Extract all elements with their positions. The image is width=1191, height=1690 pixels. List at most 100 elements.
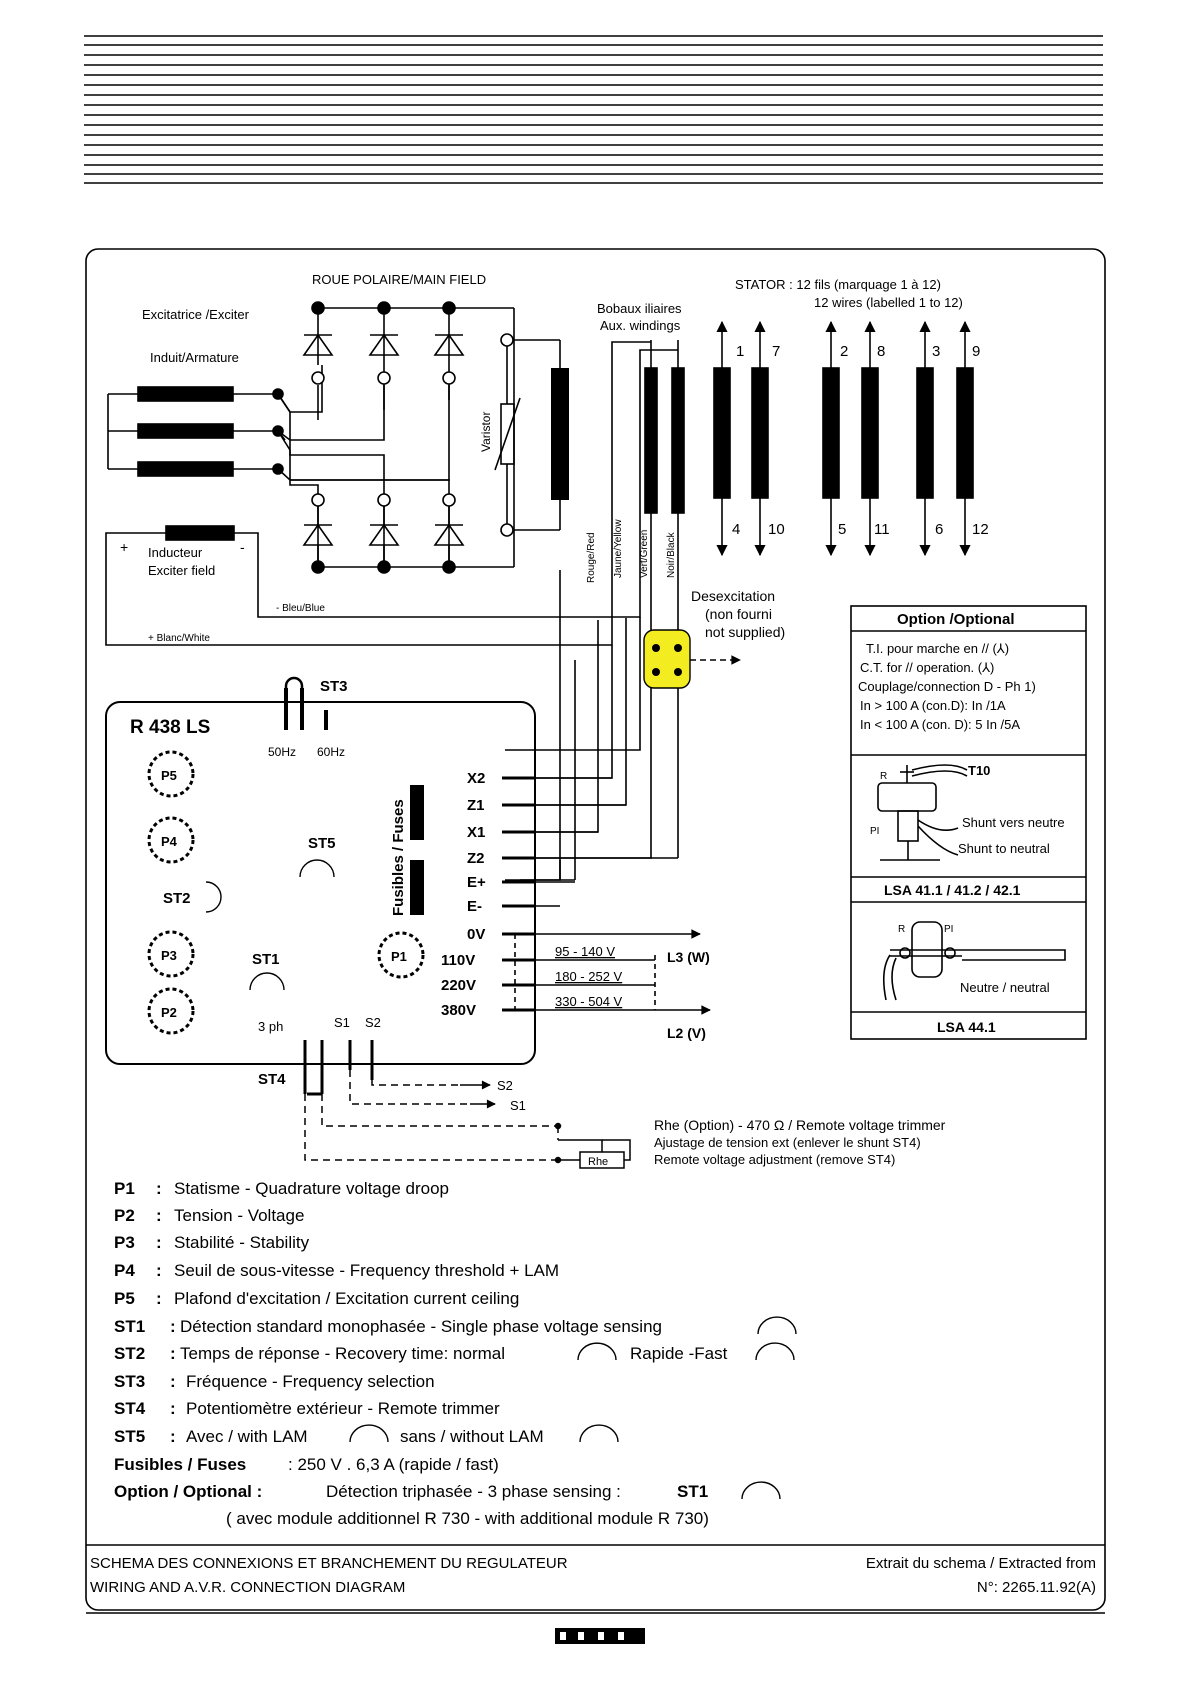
rhe-trimmer <box>554 1122 631 1169</box>
stator-terminal-4: 4 <box>732 521 740 538</box>
legend-text-st4: Potentiomètre extérieur - Remote trimmer <box>186 1399 500 1418</box>
brand-logo <box>555 1628 645 1644</box>
potentiometer-dials <box>147 750 425 1035</box>
diagram-labels: ROUE POLAIRE/MAIN FIELD Excitatrice /Exc… <box>120 272 1065 1168</box>
legend-key-p2: P2 <box>114 1206 135 1225</box>
r-label-1: R <box>880 771 887 782</box>
main-field-label: ROUE POLAIRE/MAIN FIELD <box>312 272 486 287</box>
st2-fast-icon <box>755 1342 795 1361</box>
s2-label: S2 <box>365 1015 381 1030</box>
stator-terminal-11: 11 <box>874 521 890 538</box>
legend-colon-st3: : <box>170 1372 176 1391</box>
st5-with-icon <box>349 1424 389 1443</box>
deexc-line-2: (non fourni <box>705 606 772 622</box>
stator-terminal-6: 6 <box>935 521 943 538</box>
wire-black-label: Noir/Black <box>666 531 677 578</box>
legend-key-p3: P3 <box>114 1233 135 1252</box>
s2-out-label: S2 <box>497 1078 513 1093</box>
legend-colon-p4: : <box>156 1261 162 1280</box>
varistor-label: Varistor <box>479 412 493 452</box>
terminal-0v: 0V <box>467 926 485 943</box>
footer-title-fr: SCHEMA DES CONNEXIONS ET BRANCHEMENT DU … <box>90 1555 568 1572</box>
l2-label: L2 (V) <box>667 1025 706 1041</box>
armature-label: Induit/Armature <box>150 350 239 365</box>
legend-text-st1: Détection standard monophasée - Single p… <box>180 1317 662 1336</box>
footer: SCHEMA DES CONNEXIONS ET BRANCHEMENT DU … <box>90 1555 1096 1596</box>
terminal-z1: Z1 <box>467 797 485 814</box>
legend-key-p4: P4 <box>114 1261 135 1280</box>
rhe-box-label: Rhe <box>588 1156 608 1168</box>
legend-key-p1: P1 <box>114 1179 135 1198</box>
legend-text-p2: Tension - Voltage <box>174 1206 304 1225</box>
option-box <box>850 605 1087 1040</box>
main-field-winding <box>551 368 569 500</box>
legend-key-st2: ST2 <box>114 1344 145 1363</box>
pot-p5: P5 <box>161 768 177 783</box>
wire-blue-label: - Bleu/Blue <box>276 603 325 614</box>
l3-label: L3 (W) <box>667 949 710 965</box>
stator-terminal-2: 2 <box>840 343 848 360</box>
s1-label: S1 <box>334 1015 350 1030</box>
stator-terminal-10: 10 <box>768 521 785 538</box>
legend-colon-st5: : <box>170 1427 176 1446</box>
t10-label: T10 <box>968 763 990 778</box>
legend: P1 : Statisme - Quadrature voltage droop… <box>114 1179 797 1528</box>
stator-terminal-1: 1 <box>736 343 744 360</box>
legend-text-st3: Fréquence - Frequency selection <box>186 1372 435 1391</box>
st1-jumper-icon <box>757 1316 797 1335</box>
shunt-fr: Shunt vers neutre <box>962 815 1065 830</box>
option-line-3: Couplage/connection D - Ph 1) <box>858 679 1036 694</box>
terminal-110v: 110V <box>441 952 475 969</box>
hz50-label: 50Hz <box>268 745 296 759</box>
header-rules <box>84 35 1103 184</box>
diode-bridge <box>289 301 561 574</box>
option-line-2: C.T. for // operation. (⅄) <box>860 660 994 675</box>
pot-p1: P1 <box>391 949 407 964</box>
option-line-1: T.I. pour marche en // (⅄) <box>866 641 1009 656</box>
legend-text-st5: Avec / with LAM <box>186 1427 308 1446</box>
stator-terminal-9: 9 <box>972 343 980 360</box>
option-key: Option / Optional : <box>114 1482 262 1501</box>
footer-extract: Extrait du schema / Extracted from <box>866 1555 1096 1572</box>
option-st1: ST1 <box>677 1482 708 1501</box>
pi-label-2: PI <box>944 924 953 935</box>
ph3-label: 3 ph <box>258 1019 283 1034</box>
terminal-e-minus: E- <box>467 898 482 915</box>
st1-label: ST1 <box>252 951 280 968</box>
hz60-label: 60Hz <box>317 745 345 759</box>
legend-text-st5-without: sans / without LAM <box>400 1427 544 1446</box>
inductor-en: Exciter field <box>148 563 215 578</box>
terminal-x1: X1 <box>467 824 485 841</box>
fuses-key: Fusibles / Fuses <box>114 1455 246 1474</box>
pot-p4: P4 <box>161 834 178 849</box>
exciter-field <box>105 355 641 646</box>
legend-text-p3: Stabilité - Stability <box>174 1233 310 1252</box>
legend-key-st5: ST5 <box>114 1427 145 1446</box>
footer-number: N°: 2265.11.92(A) <box>977 1579 1096 1596</box>
neutral-label: Neutre / neutral <box>960 980 1050 995</box>
wire-red-label: Rouge/Red <box>586 532 597 583</box>
wire-white-label: + Blanc/White <box>148 633 210 644</box>
legend-colon-p3: : <box>156 1233 162 1252</box>
lsa-label-1: LSA 41.1 / 41.2 / 42.1 <box>884 882 1021 898</box>
legend-text-st2: Temps de réponse - Recovery time: normal <box>180 1344 505 1363</box>
range-110: 95 - 140 V <box>555 944 615 959</box>
avr-output-wiring <box>510 777 711 1015</box>
legend-colon-p2: : <box>156 1206 162 1225</box>
option-sub: ( avec module additionnel R 730 - with a… <box>226 1509 709 1528</box>
shunt-en: Shunt to neutral <box>958 841 1050 856</box>
terminal-e-plus: E+ <box>467 874 486 891</box>
inductor-plus: + <box>120 539 128 555</box>
pot-p2: P2 <box>161 1005 177 1020</box>
st4-label: ST4 <box>258 1071 286 1088</box>
legend-key-st4: ST4 <box>114 1399 146 1418</box>
diagram-frame <box>85 248 1106 1611</box>
fuses-text: : 250 V . 6,3 A (rapide / fast) <box>288 1455 499 1474</box>
legend-text-p1: Statisme - Quadrature voltage droop <box>174 1179 449 1198</box>
stator-terminal-7: 7 <box>772 343 780 360</box>
remote-trimmer-wiring <box>304 1070 559 1161</box>
legend-colon-p1: : <box>156 1179 162 1198</box>
option-st1-icon <box>741 1481 781 1500</box>
